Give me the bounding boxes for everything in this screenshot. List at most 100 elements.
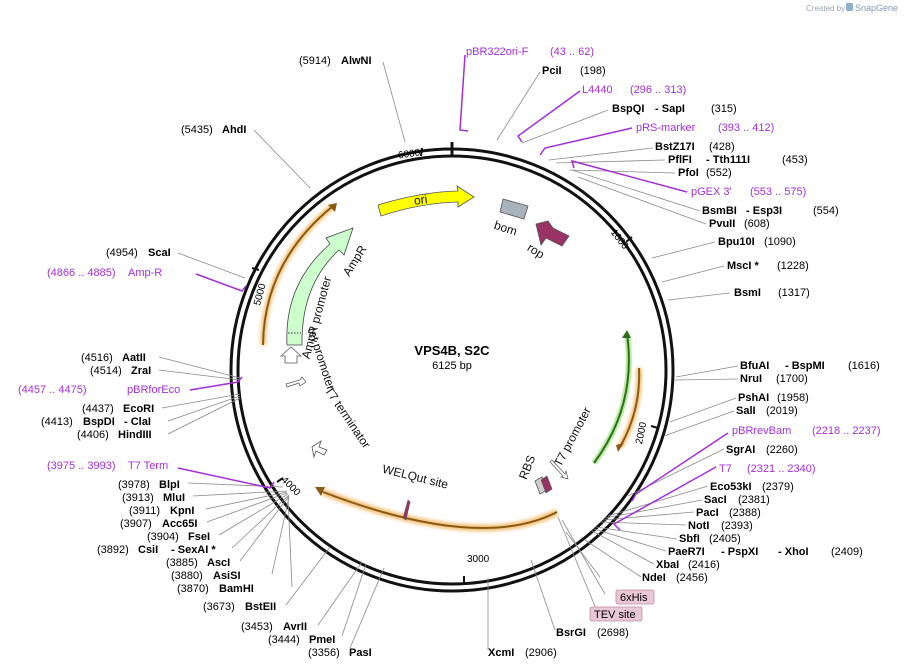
- site-tth111i-name[interactable]: - Tth111I: [706, 154, 750, 166]
- site-sbfi-name[interactable]: SbfI: [679, 533, 700, 545]
- green-arc: [593, 333, 630, 464]
- ampr-promoter-arrow[interactable]: [279, 346, 303, 364]
- orange-arc-left: [262, 205, 334, 346]
- site-ecori-name[interactable]: EcoRI: [123, 403, 154, 415]
- site-pflfi-name[interactable]: PflFI: [668, 154, 692, 166]
- site-labels: (5914) AlwNI PciI (198) BspQI - SapI (31…: [41, 55, 880, 659]
- site-acc65i-name[interactable]: Acc65I: [162, 518, 197, 530]
- site-bpu10i-name[interactable]: Bpu10I: [718, 236, 755, 248]
- site-bsteii-name[interactable]: BstEII: [245, 601, 276, 613]
- t7-terminator-label: T7 terminator: [322, 384, 374, 451]
- bom-box[interactable]: [499, 198, 529, 220]
- site-asisi-name[interactable]: AsiSI: [213, 570, 241, 582]
- rbs-adjacent-mark[interactable]: [540, 475, 553, 494]
- primer-l4440-name[interactable]: L4440: [582, 84, 613, 96]
- site-pspxi-name[interactable]: - PspXI: [721, 546, 758, 558]
- site-noti-name[interactable]: NotI: [688, 520, 709, 532]
- site-mlui-pos: (3913): [122, 492, 154, 504]
- t7-terminator-arrow[interactable]: [311, 440, 328, 459]
- site-ahdi-name[interactable]: AhdI: [222, 124, 246, 136]
- his-tag-box[interactable]: [615, 589, 655, 605]
- site-mlui-name[interactable]: MluI: [163, 492, 185, 504]
- site-sbfi-pos: (2405): [709, 533, 741, 545]
- site-bamhi-name[interactable]: BamHI: [219, 583, 254, 595]
- site-pshai-name[interactable]: PshAI: [738, 392, 769, 404]
- site-xcmi-name[interactable]: XcmI: [488, 647, 514, 659]
- site-callout-lines: [158, 61, 739, 650]
- site-bstz17i-pos: (428): [709, 141, 735, 153]
- ampr-arrow[interactable]: [286, 227, 354, 346]
- site-sali-name[interactable]: SalI: [736, 405, 756, 417]
- site-nrui-name[interactable]: NruI: [740, 373, 762, 385]
- site-pasi-name[interactable]: PasI: [349, 647, 372, 659]
- primer-pbrforeco-range: (4457 .. 4475): [18, 384, 87, 396]
- site-bsmi-name[interactable]: BsmI: [734, 287, 761, 299]
- tick-1000-mark: [625, 236, 633, 243]
- site-pmei-pos: (3444): [268, 634, 300, 646]
- site-bsmbi-name[interactable]: BsmBI: [702, 205, 737, 217]
- primer-prs-marker-name[interactable]: pRS-marker: [636, 122, 696, 134]
- site-sapi-name[interactable]: - SapI: [655, 103, 685, 115]
- site-sgrai-name[interactable]: SgrAI: [726, 444, 755, 456]
- primer-pgex3-name[interactable]: pGEX 3': [691, 186, 732, 198]
- rop-arrow[interactable]: [535, 220, 570, 247]
- t7-promoter-arrow[interactable]: [549, 459, 569, 480]
- site-bstz17i-name[interactable]: BstZ17I: [655, 141, 695, 153]
- site-clai-name[interactable]: - ClaI: [124, 416, 151, 428]
- site-ndei-name[interactable]: NdeI: [642, 572, 666, 584]
- plasmid-length: 6125 bp: [432, 360, 472, 372]
- site-hindiii-name[interactable]: HindIII: [118, 429, 152, 441]
- site-xhoi-name[interactable]: - XhoI: [778, 546, 809, 558]
- site-bspmi-name[interactable]: - BspMI: [785, 360, 825, 372]
- site-bsrgi-name[interactable]: BsrGI: [556, 627, 586, 639]
- site-pfoi-name[interactable]: PfoI: [678, 167, 699, 179]
- tick-5000-mark: [251, 267, 260, 271]
- site-sexai-name[interactable]: - SexAI *: [171, 544, 216, 556]
- site-kpni-name[interactable]: KpnI: [170, 505, 194, 517]
- site-paci-name[interactable]: PacI: [696, 507, 719, 519]
- green-arrowhead: [622, 330, 631, 338]
- site-scai-name[interactable]: ScaI: [148, 247, 171, 259]
- site-aatii-name[interactable]: AatII: [122, 352, 146, 364]
- site-pvuii-name[interactable]: PvuII: [709, 218, 735, 230]
- site-pmei-name[interactable]: PmeI: [309, 634, 335, 646]
- site-csii-pos: (3892): [97, 544, 129, 556]
- site-saci-name[interactable]: SacI: [704, 494, 727, 506]
- site-bspqi-name[interactable]: BspQI: [612, 103, 644, 115]
- site-asci-name[interactable]: AscI: [207, 557, 230, 569]
- primer-pbr322ori-f-name[interactable]: pBR322ori-F: [466, 46, 529, 58]
- site-bsteii-pos: (3673): [203, 601, 235, 613]
- site-msci-name[interactable]: MscI *: [727, 260, 760, 272]
- site-xbai-name[interactable]: XbaI: [656, 559, 679, 571]
- primer-ampr-name[interactable]: Amp-R: [128, 267, 162, 279]
- site-paer7i-name[interactable]: PaeR7I: [668, 546, 705, 558]
- site-bspdi-name[interactable]: BspDI: [83, 416, 115, 428]
- site-bfuai-name[interactable]: BfuAI: [740, 360, 769, 372]
- site-ahdi-pos: (5435): [181, 124, 213, 136]
- site-avrii-name[interactable]: AvrII: [283, 621, 307, 633]
- site-eco53ki-name[interactable]: Eco53kI: [710, 481, 752, 493]
- site-zrai-name[interactable]: ZraI: [131, 365, 151, 377]
- primer-t7-name[interactable]: T7: [719, 463, 732, 475]
- site-pcii-name[interactable]: PciI: [542, 65, 562, 77]
- site-csii-name[interactable]: CsiI: [138, 544, 158, 556]
- ori-arrow[interactable]: [377, 185, 475, 217]
- site-msci-pos: (1228): [777, 260, 809, 272]
- tev-site-box[interactable]: [589, 606, 643, 622]
- primer-pbr322ori-f-range: (43 .. 62): [550, 46, 594, 58]
- primer-pbrforeco-name[interactable]: pBRforEco: [127, 384, 180, 396]
- site-fsei-name[interactable]: FseI: [188, 531, 210, 543]
- tet-promoter-arrow[interactable]: [285, 376, 307, 388]
- site-esp3i-name[interactable]: - Esp3I: [746, 205, 782, 217]
- site-noti-pos: (2393): [721, 520, 753, 532]
- site-alwni-name[interactable]: AlwNI: [341, 55, 372, 67]
- primer-ampr-range: (4866 .. 4885): [47, 267, 116, 279]
- primer-pbrrevbam-name[interactable]: pBRrevBam: [732, 425, 791, 437]
- primer-pgex3-range: (553 .. 575): [750, 186, 806, 198]
- snapgene-logo-icon: [846, 3, 853, 11]
- site-bsmi-pos: (1317): [778, 287, 810, 299]
- site-blpi-name[interactable]: BlpI: [159, 479, 180, 491]
- orange-arrowhead-right: [616, 443, 624, 452]
- welqut-site-mark[interactable]: [402, 499, 411, 521]
- primer-t7term-name[interactable]: T7 Term: [128, 460, 168, 472]
